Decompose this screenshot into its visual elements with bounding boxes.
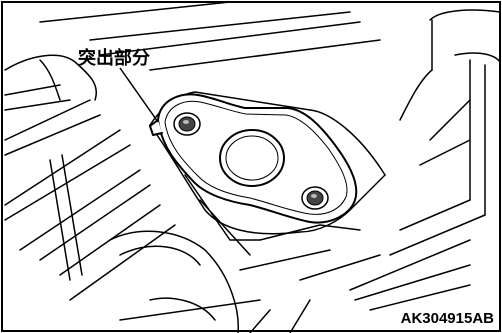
protrusion-tab	[149, 119, 163, 136]
gasket-plate	[149, 93, 358, 224]
bolt-lower-right-head	[306, 190, 324, 206]
callout-leader	[119, 67, 159, 123]
center-port-outer	[219, 129, 285, 187]
bolt-upper-left-head	[178, 116, 196, 132]
engine-surroundings	[4, 1, 501, 333]
gasket-inner-edge	[164, 100, 348, 215]
center-port-inner	[225, 135, 279, 181]
figure-reference-code: AK304915AB	[401, 310, 495, 327]
callout-label: 突出部分	[78, 47, 150, 69]
